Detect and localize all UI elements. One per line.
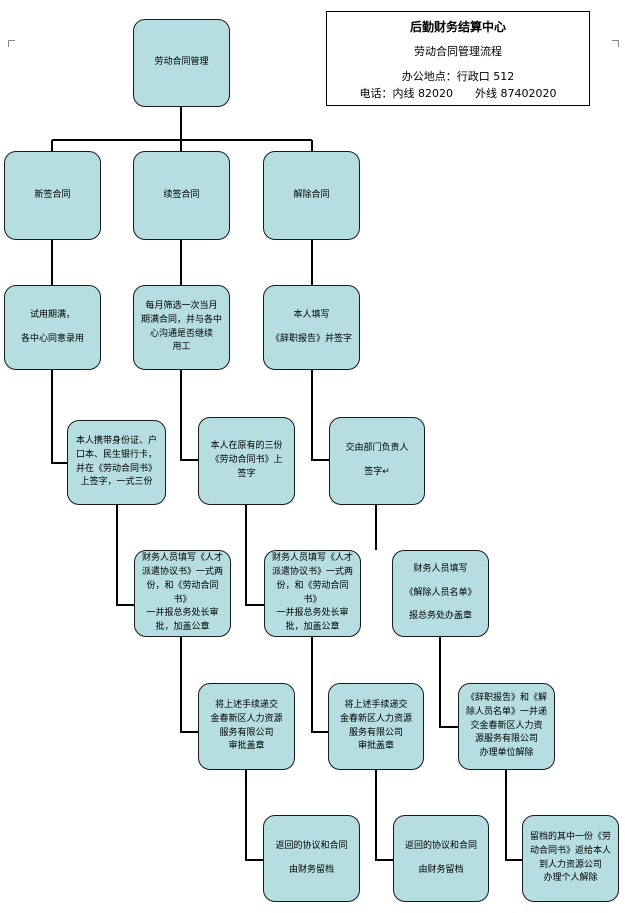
node-text-line: 派遣协议书》一式两 [141, 566, 223, 577]
phone-external: 外线 87402020 [475, 87, 557, 100]
node-text-line: 本人填写 [293, 309, 330, 320]
node-resignation-report: 本人填写《辞职报告》并签字 [263, 285, 360, 370]
node-text-line: 批，加盖公章 [285, 622, 340, 633]
node-text-line: 并在《劳动合同书》 [75, 463, 157, 474]
flow-subtitle: 劳动合同管理流程 [414, 45, 502, 58]
page-corner-mark [8, 40, 15, 47]
node-submit-hr-renew: 将上述手续递交金春新区人力资源服务有限公司审批盖章 [328, 683, 424, 770]
page-corner-mark [612, 40, 619, 47]
node-text-line: 本人携带身份证、户 [75, 435, 157, 446]
node-text-line: 新签合同 [34, 189, 71, 200]
node-text-line: 心沟通是否继续 [149, 328, 213, 339]
node-new-contract: 新签合同 [4, 151, 101, 240]
node-text-line: 各中心同意录用 [20, 333, 84, 344]
node-text-line: 办理个人解除 [543, 873, 598, 884]
node-text-line: 财务人员填写《人才 [141, 552, 223, 563]
node-text-line: 续签合同 [163, 189, 200, 200]
node-text-line: 用工 [172, 342, 191, 353]
node-finance-fill-termination-list: 财务人员填写《解除人员名单》报总务处办盖章 [392, 550, 489, 637]
phone-internal: 电话：内线 82020 [359, 87, 454, 100]
node-text-line: 《解除人员名单》 [404, 587, 477, 598]
node-text-line: 上签字，一式三份 [80, 477, 153, 488]
node-finance-archive-renew: 返回的协议和合同由财务留档 [393, 815, 489, 902]
node-text-line: 除人员名单》一并递 [465, 706, 547, 717]
node-text-line: 财务人员填写 [413, 563, 468, 574]
node-text-line: 报总务处办盖章 [408, 611, 472, 622]
node-text-line: 留档的其中一份《劳 [529, 831, 611, 842]
node-text-line: 财务人员填写《人才 [271, 552, 353, 563]
node-text-line: 服务有限公司 [219, 727, 274, 738]
node-text-line: 动合同书》返给本人 [529, 845, 611, 856]
node-text-line: 金春新区人力资源 [339, 713, 412, 724]
node-probation-complete: 试用期满， 各中心同意录用 [4, 285, 101, 370]
department-info-box: 后勤财务结算中心 劳动合同管理流程 办公地点：行政口 512 电话：内线 820… [326, 11, 590, 106]
node-text-line: 派遣协议书》一式两 [271, 566, 353, 577]
node-text-line: 签字 [237, 468, 256, 479]
node-text-line: 解除合同 [293, 189, 330, 200]
node-text-line: 交金春新区人力资 [470, 720, 543, 731]
node-text-line: 源服务有限公司 [474, 734, 538, 745]
node-text-line: 服务有限公司 [348, 727, 403, 738]
node-text-line: 返回的协议和合同 [404, 840, 477, 851]
node-text-line: 《劳动合同书》上 [210, 455, 283, 466]
node-finance-fill-agreement-renew: 财务人员填写《人才派遣协议书》一式两份，和《劳动合同书》一并报总务处长审批，加盖… [264, 550, 361, 637]
node-submit-hr-terminate: 《辞职报告》和《解除人员名单》一并递交金春新区人力资源服务有限公司办理单位解除 [458, 683, 555, 770]
node-text-line: 份，和《劳动合同书》 [276, 580, 349, 605]
node-finance-archive-new: 返回的协议和合同由财务留档 [263, 815, 360, 902]
node-text-line: 劳动合同管理 [154, 57, 209, 68]
node-contract-management: 劳动合同管理 [133, 19, 230, 107]
node-text-line: 办理单位解除 [479, 748, 534, 759]
node-text-line: 将上述手续递交 [344, 699, 408, 710]
node-text-line: 返回的协议和合同 [275, 840, 348, 851]
node-text-line: 由财务留档 [418, 864, 464, 875]
phone-numbers: 电话：内线 82020 外线 87402020 [327, 85, 589, 101]
node-text-line: 将上述手续递交 [214, 699, 278, 710]
node-bring-documents: 本人携带身份证、户口本、民生银行卡， 并在《劳动合同书》上签字，一式三份 [67, 420, 166, 505]
node-submit-hr-new: 将上述手续递交金春新区人力资源服务有限公司审批盖章 [198, 683, 295, 770]
node-text-line: 《辞职报告》并签字 [270, 333, 352, 344]
node-text-line: 每月筛选一次当月 [145, 300, 218, 311]
department-title: 后勤财务结算中心 [409, 20, 506, 34]
node-return-contract-terminate: 留档的其中一份《劳动合同书》返给本人到人力资源公司办理个人解除 [522, 815, 619, 902]
node-text-line: 《辞职报告》和《解 [465, 692, 547, 703]
node-text-line: 期满合同，并与各中 [140, 314, 222, 325]
node-text-line: 金春新区人力资源 [210, 713, 283, 724]
node-terminate-contract: 解除合同 [263, 151, 360, 240]
node-text-line: 口本、民生银行卡， [75, 449, 157, 460]
node-monthly-screening: 每月筛选一次当月期满合同，并与各中心沟通是否继续用工 [133, 285, 230, 370]
node-text-line: 份，和《劳动合同书》 [146, 580, 219, 605]
node-text-line: 审批盖章 [228, 741, 265, 752]
node-text-line: 到人力资源公司 [538, 859, 602, 870]
node-sign-original: 本人在原有的三份《劳动合同书》上签字 [198, 417, 295, 505]
node-renew-contract: 续签合同 [133, 151, 230, 240]
office-address: 办公地点：行政口 512 [401, 70, 515, 83]
node-text-line: 审批盖章 [357, 741, 394, 752]
node-text-line: 批，加盖公章 [155, 622, 210, 633]
node-text-line: 由财务留档 [288, 864, 334, 875]
node-text-line: 一并报总务处长审 [146, 608, 219, 619]
node-text-line: 交由部门负责人 [345, 443, 409, 454]
node-text-line: 一并报总务处长审 [276, 608, 349, 619]
node-text-line: 签字↵ [364, 467, 390, 477]
node-text-line: 试用期满， [29, 309, 75, 320]
node-text-line: 本人在原有的三份 [210, 441, 283, 452]
node-department-head-sign: 交由部门负责人签字↵ [329, 417, 425, 505]
node-finance-fill-agreement-new: 财务人员填写《人才派遣协议书》一式两份，和《劳动合同书》一并报总务处长审批，加盖… [134, 550, 231, 637]
